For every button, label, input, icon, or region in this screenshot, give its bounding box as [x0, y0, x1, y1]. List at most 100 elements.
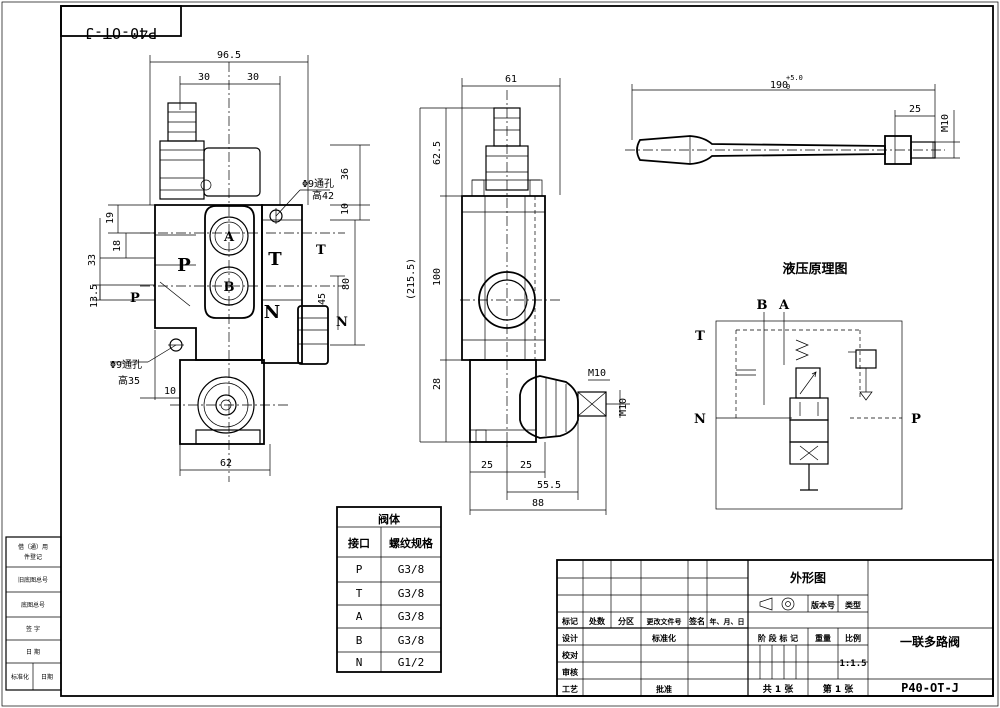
hydraulic-schematic: 液压原理图 B A T N P [694, 261, 921, 510]
svg-text:30: 30 [247, 72, 259, 83]
svg-text:Φ9通孔: Φ9通孔 [302, 178, 334, 190]
svg-text:签 字: 签 字 [26, 625, 40, 633]
svg-text:1:1.5: 1:1.5 [839, 659, 866, 669]
svg-text:签名: 签名 [688, 616, 705, 626]
svg-text:N: N [336, 315, 348, 330]
svg-text:设计: 设计 [562, 633, 578, 643]
svg-text:B: B [356, 634, 363, 647]
side-view: 61 62.5 (215.5) 100 28 25 25 55.5 88 M10… [406, 74, 630, 515]
svg-text:28: 28 [432, 378, 443, 390]
svg-text:19: 19 [105, 212, 116, 224]
svg-text:批准: 批准 [656, 684, 672, 694]
svg-text:共 1 张: 共 1 张 [763, 683, 795, 695]
svg-text:80: 80 [341, 278, 352, 290]
projection-symbol-icon [759, 597, 773, 611]
svg-text:T: T [268, 249, 282, 270]
sheet-frame [60, 5, 994, 697]
svg-text:62.5: 62.5 [432, 141, 443, 165]
svg-text:分区: 分区 [618, 616, 634, 626]
svg-text:P: P [177, 255, 191, 276]
svg-text:日 期: 日 期 [26, 648, 40, 656]
svg-text:30: 30 [198, 72, 210, 83]
svg-text:(215.5): (215.5) [406, 258, 417, 300]
svg-text:底图总号: 底图总号 [21, 601, 45, 609]
svg-text:P40-OT-J: P40-OT-J [901, 681, 959, 695]
svg-text:13.5: 13.5 [89, 284, 100, 308]
svg-text:0: 0 [786, 83, 790, 91]
svg-text:N: N [356, 656, 363, 669]
svg-text:更改文件号: 更改文件号 [647, 617, 682, 626]
svg-text:33: 33 [87, 254, 98, 266]
svg-text:T: T [316, 243, 326, 258]
svg-text:一联多路阀: 一联多路阀 [900, 634, 960, 649]
svg-text:件登记: 件登记 [24, 553, 42, 561]
svg-text:液压原理图: 液压原理图 [782, 261, 847, 277]
svg-text:借（通）用: 借（通）用 [18, 543, 48, 551]
svg-text:G3/8: G3/8 [398, 634, 425, 647]
handle-view: 190 +5.0 0 25 M10 [625, 74, 960, 165]
svg-text:25: 25 [481, 460, 493, 471]
svg-text:G3/8: G3/8 [398, 587, 425, 600]
svg-text:M10: M10 [940, 114, 951, 132]
svg-text:日期: 日期 [41, 673, 53, 681]
svg-text:P: P [130, 291, 140, 306]
svg-text:+5.0: +5.0 [786, 74, 803, 82]
svg-text:M10: M10 [618, 398, 629, 416]
port-table: 阀体 接口 螺纹规格 P G3/8 T G3/8 A G3/8 B G3/8 N… [336, 506, 442, 673]
svg-text:高35: 高35 [118, 374, 140, 387]
svg-text:62: 62 [220, 458, 232, 469]
svg-text:处数: 处数 [588, 616, 606, 626]
svg-text:G3/8: G3/8 [398, 563, 425, 576]
svg-text:88: 88 [532, 498, 544, 509]
svg-text:T: T [356, 587, 363, 600]
svg-text:外形图: 外形图 [790, 570, 826, 585]
front-view: 96.5 30 30 A B P T N [87, 50, 370, 482]
svg-text:接口: 接口 [348, 536, 370, 550]
svg-text:B: B [757, 298, 768, 313]
svg-text:61: 61 [505, 74, 517, 85]
svg-text:A: A [778, 298, 790, 313]
svg-text:P: P [911, 412, 921, 427]
svg-text:45: 45 [317, 293, 328, 305]
title-block: 标记 处数 分区 更改文件号 签名 年、月、日 设计 校对 审核 工艺 标准化 … [556, 559, 994, 697]
svg-text:阶 段 标 记: 阶 段 标 记 [758, 633, 798, 643]
svg-text:螺纹规格: 螺纹规格 [389, 536, 434, 550]
svg-text:G1/2: G1/2 [398, 656, 425, 669]
svg-text:标记: 标记 [561, 616, 578, 626]
svg-text:T: T [695, 329, 705, 344]
left-strip: 借（通）用 件登记 旧底图总号 底图总号 签 字 日 期 标准化 日期 [5, 536, 62, 691]
svg-text:版本号: 版本号 [810, 600, 835, 610]
svg-text:重量: 重量 [815, 633, 831, 643]
svg-text:校对: 校对 [562, 650, 578, 660]
svg-text:N: N [264, 302, 280, 323]
svg-text:190: 190 [770, 80, 788, 91]
svg-text:P: P [356, 563, 363, 576]
svg-text:25: 25 [520, 460, 532, 471]
svg-text:类型: 类型 [845, 600, 861, 610]
svg-text:旧底图总号: 旧底图总号 [18, 576, 48, 584]
svg-text:阀体: 阀体 [378, 512, 401, 526]
svg-text:25: 25 [909, 104, 921, 115]
svg-text:标准化: 标准化 [11, 673, 29, 681]
svg-text:18: 18 [112, 240, 123, 252]
svg-text:第 1 张: 第 1 张 [823, 683, 855, 695]
svg-text:N: N [694, 412, 706, 427]
svg-text:比例: 比例 [845, 633, 861, 643]
svg-text:36: 36 [340, 168, 351, 180]
mirrored-code: P40-OT-J [85, 24, 157, 42]
svg-text:100: 100 [432, 268, 443, 286]
svg-text:96.5: 96.5 [217, 50, 241, 61]
svg-text:55.5: 55.5 [537, 480, 561, 491]
code-box [60, 5, 182, 37]
svg-text:标准化: 标准化 [651, 633, 676, 643]
svg-text:Φ9通孔: Φ9通孔 [110, 359, 142, 371]
svg-text:M10: M10 [588, 368, 606, 379]
svg-text:A: A [356, 610, 363, 623]
svg-text:10: 10 [340, 203, 351, 215]
svg-text:A: A [223, 230, 235, 245]
svg-text:10: 10 [164, 386, 176, 397]
svg-text:B: B [224, 280, 235, 295]
svg-text:工艺: 工艺 [562, 684, 578, 694]
